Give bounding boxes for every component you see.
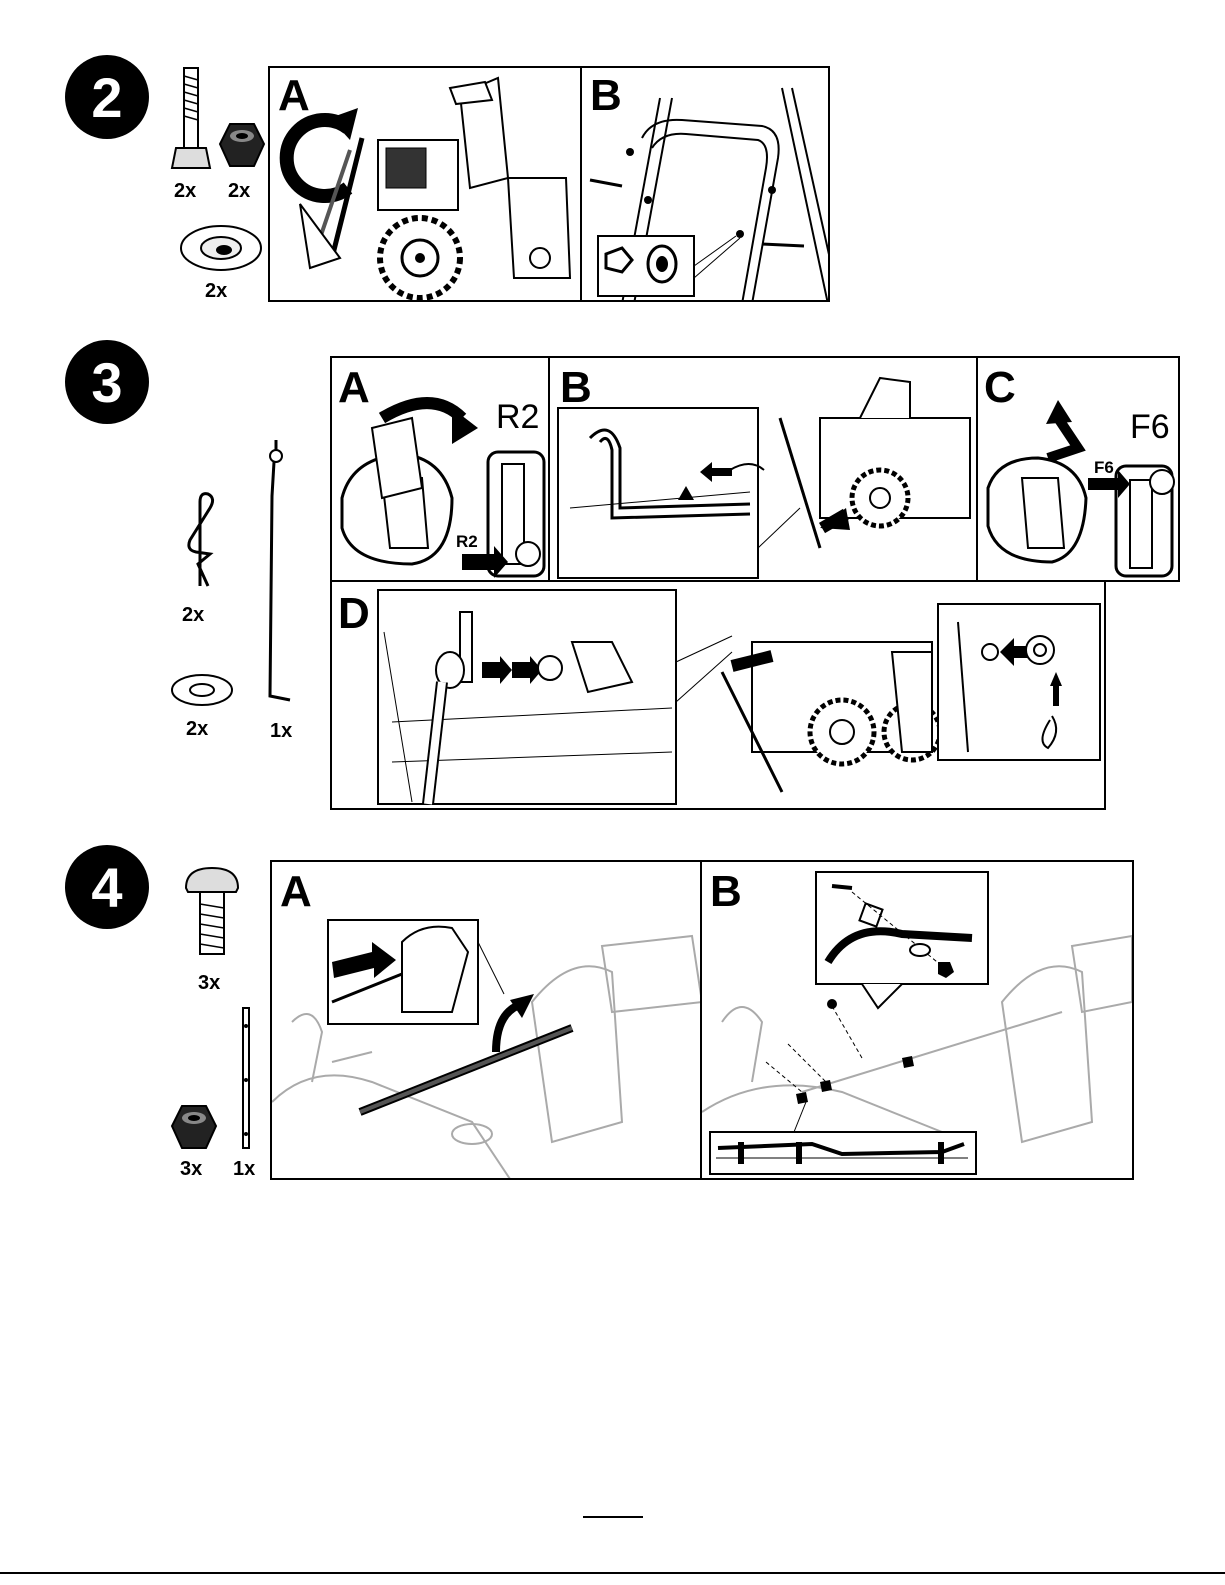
bracket-strip-icon: [240, 1006, 254, 1152]
part-qty: 1x: [233, 1158, 255, 1181]
step-3-panel-a: A R2 R2: [330, 356, 550, 582]
shift-rod-icon: [262, 436, 302, 712]
step-4-badge: 4: [65, 845, 149, 929]
part-qty: 3x: [180, 1158, 202, 1181]
gear-code-small: R2: [456, 532, 478, 552]
page-number-rule: [583, 1516, 643, 1518]
handle-bolt-illustration: [582, 68, 830, 302]
step-2-panel-a: A: [268, 66, 582, 302]
gear-code-small: F6: [1094, 458, 1114, 478]
part-qty: 2x: [182, 604, 204, 627]
carriage-bolt-icon: [182, 864, 242, 960]
step-3-panel-d: D: [330, 580, 1106, 810]
part-qty: 2x: [186, 718, 208, 741]
part-qty: 3x: [198, 972, 220, 995]
cup-washer-icon: [178, 222, 264, 274]
step-2-panel-b: B: [580, 66, 830, 302]
step-4-panel-a: A: [270, 860, 702, 1180]
step-2-badge: 2: [65, 55, 149, 139]
step-4-panel-b: B: [700, 860, 1134, 1180]
hairpin-clip-icon: [180, 490, 220, 590]
bolt-icon: [172, 68, 212, 178]
snowblower-side-illustration: [270, 68, 582, 302]
page-bottom-rule: [0, 1572, 1225, 1574]
part-qty: 2x: [205, 280, 227, 303]
shift-lever-illustration: [978, 358, 1180, 582]
part-qty: 2x: [228, 180, 250, 203]
part-qty: 1x: [270, 720, 292, 743]
washer-icon: [170, 672, 234, 708]
bracket-install-illustration: [702, 862, 1134, 1180]
control-panel-illustration: [272, 862, 702, 1180]
shift-lever-illustration: [332, 358, 550, 582]
step-3-badge: 3: [65, 340, 149, 424]
step-3-panel-b: B: [548, 356, 978, 582]
rod-washer-clip-illustration: [332, 582, 1106, 810]
nut-icon: [218, 122, 266, 170]
nut-icon: [170, 1104, 218, 1152]
shift-rod-install-illustration: [550, 358, 978, 582]
part-qty: 2x: [174, 180, 196, 203]
step-3-panel-c: C F6 F6: [976, 356, 1180, 582]
